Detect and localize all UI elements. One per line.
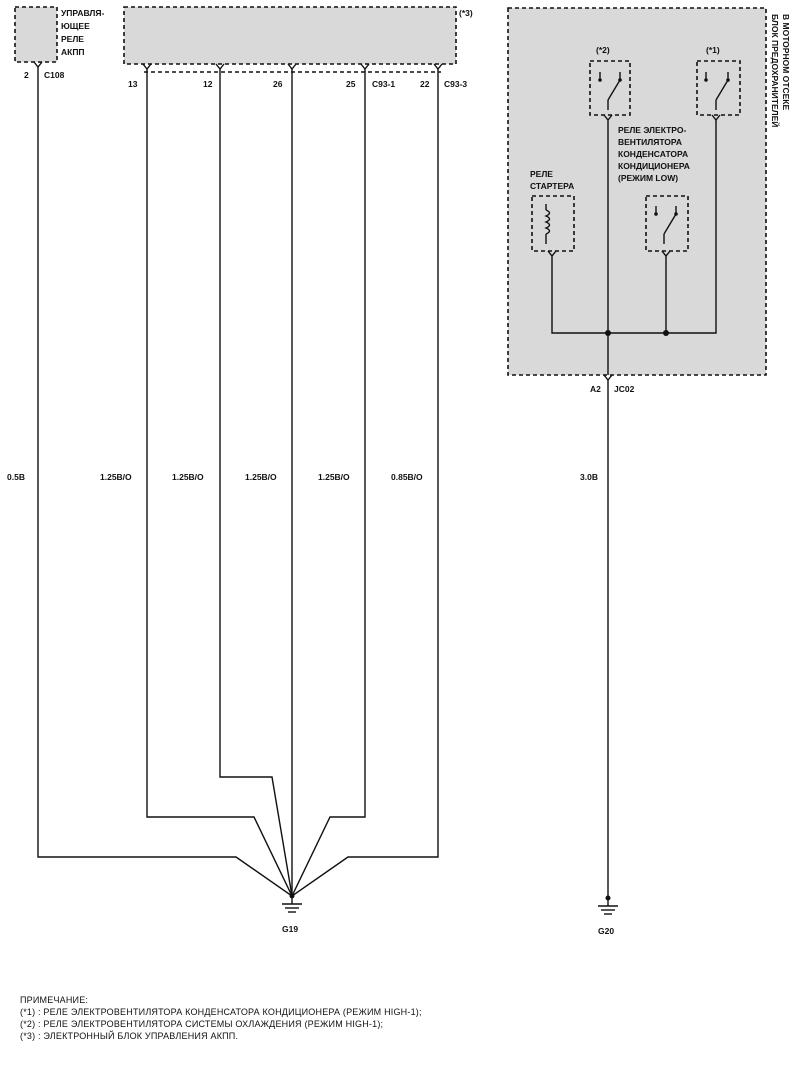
starter-relay-box xyxy=(531,195,575,252)
fan-relay-low-label-line-3: КОНДЕНСАТОРА xyxy=(618,149,688,159)
fan-relay-low-switch-icon xyxy=(654,206,678,244)
relay-2-switch-icon xyxy=(598,72,622,110)
wire-1.25b-o-pin25 xyxy=(291,69,366,897)
note-item-3: (*3) : ЭЛЕКТРОННЫЙ БЛОК УПРАВЛЕНИЯ АКПП. xyxy=(20,1031,239,1041)
relay-1-box xyxy=(696,60,741,116)
wire-label-0.85b-o: 0.85B/O xyxy=(391,472,423,482)
tcm-relay-box xyxy=(14,6,58,63)
fuse-box-title-line-1: БЛОК ПРЕДОХРАНИТЕЛЕЙ xyxy=(770,14,781,127)
ecu-block: (*3) 13 12 26 25 C93-1 22 C93-3 xyxy=(123,6,473,89)
relay-2-box xyxy=(589,60,631,116)
fan-relay-low-label-line-2: ВЕНТИЛЯТОРА xyxy=(618,137,682,147)
bus-junction-dot xyxy=(663,330,669,336)
fuse-box-outline xyxy=(507,7,767,376)
note-item-2: (*2) : РЕЛЕ ЭЛЕКТРОВЕНТИЛЯТОРА СИСТЕМЫ О… xyxy=(20,1019,384,1029)
fuse-box-ground-bus xyxy=(551,120,717,334)
jc02-pin-marker xyxy=(603,374,613,382)
ecu-pin-marker xyxy=(142,63,152,71)
tcm-relay: УПРАВЛЯ- ЮЩЕЕ РЕЛЕ АКПП 2 C108 xyxy=(14,6,104,80)
relay-ref-1: (*1) xyxy=(706,45,720,55)
tcm-connector-label: C108 xyxy=(44,70,65,80)
fuse-box-connector: JC02 xyxy=(614,384,635,394)
ecu-pin-22: 22 xyxy=(420,79,430,89)
ground-g19: G19 xyxy=(282,893,302,934)
wire-0.85b-o-pin22 xyxy=(291,69,439,897)
tcm-pin-number: 2 xyxy=(24,70,29,80)
wire-1.25b-o-pin13 xyxy=(146,69,293,897)
fuse-box-pin: A2 xyxy=(590,384,601,394)
fan-relay-low-box xyxy=(645,195,689,252)
tcm-relay-label-line-1: УПРАВЛЯ- xyxy=(61,8,104,18)
notes-title: ПРИМЕЧАНИЕ: xyxy=(20,995,89,1005)
g19-wiring: 0.5B 1.25B/O 1.25B/O 1.25B/O 1.25B/O 0.8… xyxy=(7,67,439,897)
starter-relay-coil-icon xyxy=(544,204,551,244)
ecu-connector-c93-3: C93-3 xyxy=(444,79,467,89)
fan-relay-low-label-line-4: КОНДИЦИОНЕРА xyxy=(618,161,690,171)
wire-label-3.0b: 3.0B xyxy=(580,472,598,482)
fuse-box: БЛОК ПРЕДОХРАНИТЕЛЕЙ В МОТОРНОМ ОТСЕКЕ (… xyxy=(507,7,791,394)
fan-relay-low-label-line-1: РЕЛЕ ЭЛЕКТРО- xyxy=(618,125,686,135)
fuse-box-title-line-2: В МОТОРНОМ ОТСЕКЕ xyxy=(781,14,791,110)
ecu-box xyxy=(123,6,457,65)
relay-1-switch-icon xyxy=(704,72,730,110)
starter-relay-label-line-2: СТАРТЕРА xyxy=(530,181,574,191)
wire-0.5b xyxy=(37,67,293,897)
g19-label: G19 xyxy=(282,924,298,934)
ecu-pin-25: 25 xyxy=(346,79,356,89)
tcm-relay-label-line-2: ЮЩЕЕ xyxy=(61,21,90,31)
ground-g20: G20 xyxy=(598,895,618,936)
fan-relay-low-label-line-5: (РЕЖИМ LOW) xyxy=(618,173,678,183)
wire-label-1.25b-o-4: 1.25B/O xyxy=(318,472,350,482)
note-item-1: (*1) : РЕЛЕ ЭЛЕКТРОВЕНТИЛЯТОРА КОНДЕНСАТ… xyxy=(20,1007,422,1017)
tcm-relay-label-line-4: АКПП xyxy=(61,47,85,57)
relay-ref-2: (*2) xyxy=(596,45,610,55)
starter-relay-label-line-1: РЕЛЕ xyxy=(530,169,553,179)
ecu-pin-12: 12 xyxy=(203,79,213,89)
ecu-connector-c93-1: C93-1 xyxy=(372,79,395,89)
wire-label-1.25b-o-3: 1.25B/O xyxy=(245,472,277,482)
wire-label-0.5b: 0.5B xyxy=(7,472,25,482)
wire-1.25b-o-pin12 xyxy=(219,69,293,897)
notes-section: ПРИМЕЧАНИЕ: (*1) : РЕЛЕ ЭЛЕКТРОВЕНТИЛЯТО… xyxy=(20,994,780,1042)
wire-label-1.25b-o-2: 1.25B/O xyxy=(172,472,204,482)
g20-junction-dot xyxy=(605,895,611,901)
tcm-relay-label-line-3: РЕЛЕ xyxy=(61,34,84,44)
ecu-note-ref: (*3) xyxy=(459,8,473,18)
wire-label-1.25b-o-1: 1.25B/O xyxy=(100,472,132,482)
g20-label: G20 xyxy=(598,926,614,936)
bus-junction-dot xyxy=(605,330,611,336)
ecu-pin-13: 13 xyxy=(128,79,138,89)
ecu-pin-26: 26 xyxy=(273,79,283,89)
